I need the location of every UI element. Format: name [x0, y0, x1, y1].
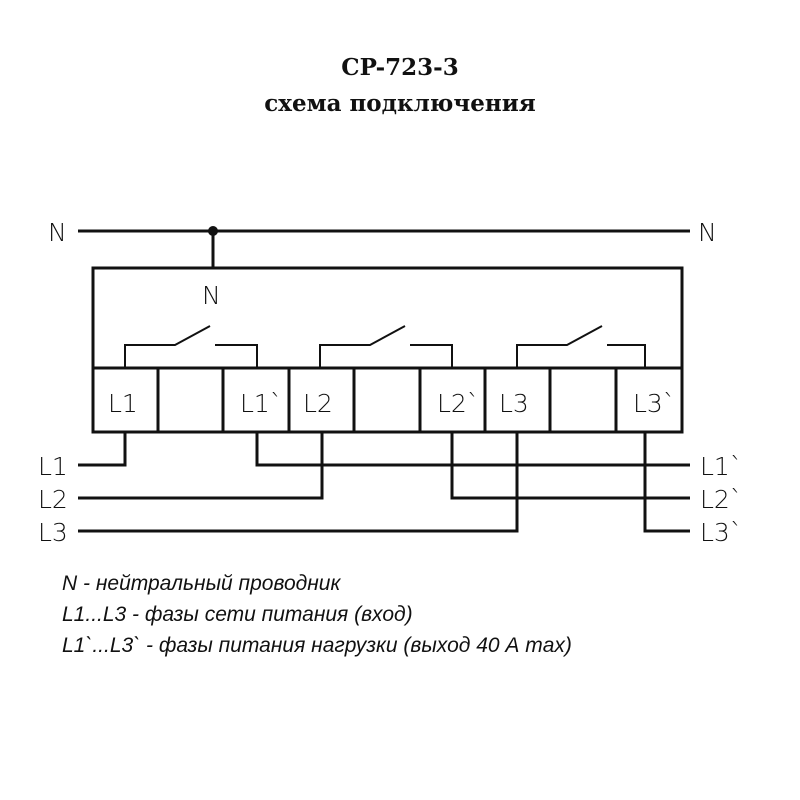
relay-contact-3: [516, 325, 646, 368]
neutral-label-internal: N: [202, 281, 221, 310]
legend-inputs: L1...L3 - фазы сети питания (вход): [62, 603, 413, 626]
terminal-L1-out: L1`: [240, 389, 282, 418]
device-body: [91, 266, 684, 434]
wire-L1-in: [78, 432, 127, 467]
wire-L3-out: [643, 432, 690, 533]
input-label-L1: L1: [38, 452, 68, 481]
diagram-title: CP-723-3: [341, 54, 459, 81]
input-label-L2: L2: [38, 485, 68, 514]
relay-contact-2: [319, 325, 453, 368]
terminal-L3: L3: [499, 389, 529, 418]
output-label-L3: L3`: [700, 518, 742, 547]
neutral-label-left: N: [48, 218, 67, 247]
output-label-L2: L2`: [700, 485, 742, 514]
output-label-L1: L1`: [700, 452, 742, 481]
terminal-L2-out: L2`: [437, 389, 479, 418]
terminal-dividers: [156, 368, 618, 432]
legend-outputs: L1`...L3` - фазы питания нагрузки (выход…: [62, 634, 572, 657]
relay-contact-1: [124, 325, 258, 368]
diagram-subtitle: схема подключения: [264, 90, 536, 117]
input-label-L3: L3: [38, 518, 68, 547]
wire-L3-in: [78, 432, 519, 533]
neutral-label-right: N: [698, 218, 717, 247]
terminal-L2: L2: [303, 389, 333, 418]
terminal-L3-out: L3`: [633, 389, 675, 418]
terminal-L1: L1: [108, 389, 138, 418]
wire-L1-out: [255, 432, 690, 467]
wire-L2-in: [78, 432, 324, 500]
wire-L2-out: [450, 432, 690, 500]
legend-neutral: N - нейтральный проводник: [62, 572, 341, 595]
